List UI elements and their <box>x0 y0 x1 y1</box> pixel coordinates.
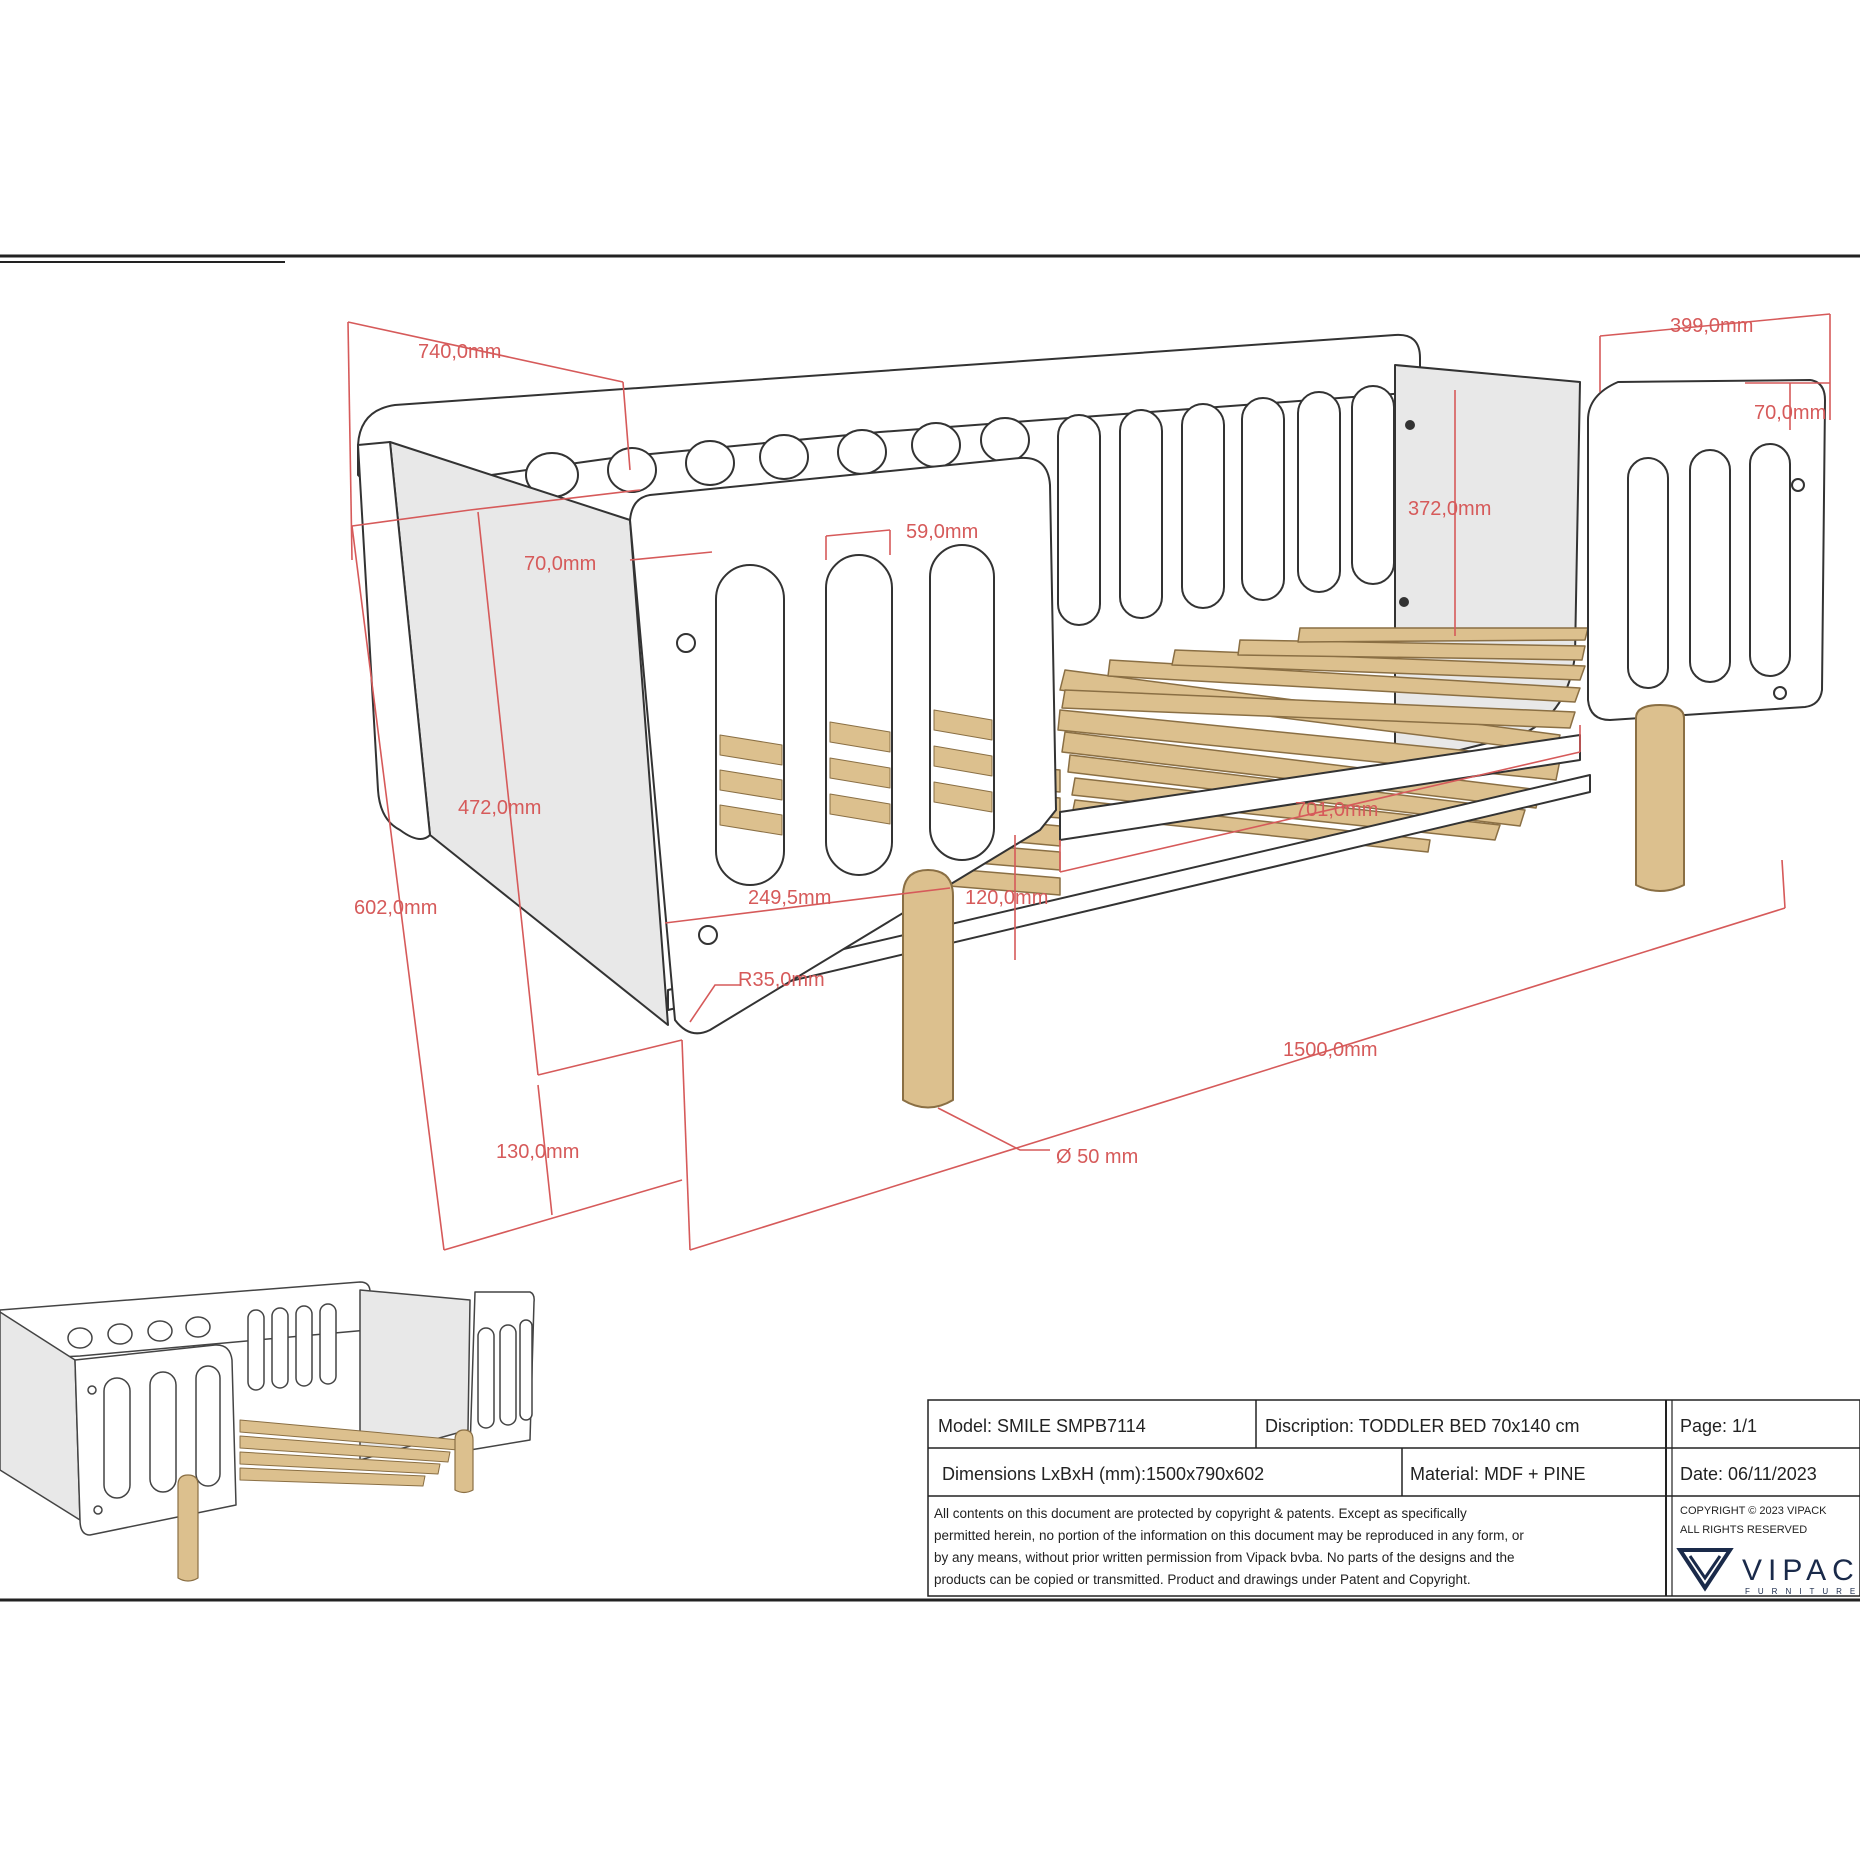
tb-legal-line-4: products can be copied or transmitted. P… <box>934 1572 1471 1587</box>
leg-front <box>902 869 954 1109</box>
title-block-text: Model: SMILE SMPB7114 Discription: TODDL… <box>934 1416 1860 1596</box>
screw-holes <box>676 420 1805 945</box>
front-rail <box>1059 734 1581 841</box>
dim-top-rail: 70,0mm <box>1754 402 1826 424</box>
base-rail <box>667 774 1591 1011</box>
dim-side-rail: 70,0mm <box>524 553 596 575</box>
tb-date: Date: 06/11/2023 <box>1680 1464 1817 1484</box>
bed-preview-view <box>0 1281 535 1582</box>
dimension-lines <box>347 313 1831 1251</box>
dim-slot-width: 59,0mm <box>906 521 978 543</box>
dim-total-length: 1500,0mm <box>1283 1039 1378 1061</box>
vipack-logo: VIPACK FURNITURE <box>1676 1548 1860 1596</box>
right-headboard-slots <box>1627 443 1791 689</box>
tb-material: Material: MDF + PINE <box>1410 1464 1586 1484</box>
dim-total-height: 602,0mm <box>354 897 437 919</box>
tb-legal-line-3: by any means, without prior written perm… <box>934 1550 1515 1565</box>
tb-dimensions: Dimensions LxBxH (mm):1500x790x602 <box>942 1464 1264 1484</box>
front-guard-slots <box>715 544 995 886</box>
bed-legs <box>902 704 1685 1109</box>
sheet-frame <box>0 254 1860 1602</box>
vipack-logo-subtext: FURNITURE <box>1745 1587 1860 1596</box>
dim-ground-clearance: 120,0mm <box>965 887 1048 909</box>
dim-panel-height: 472,0mm <box>458 797 541 819</box>
vipack-logo-text: VIPACK <box>1742 1554 1860 1587</box>
vipack-logo-mark <box>1676 1548 1734 1592</box>
tb-copyright: COPYRIGHT © 2023 VIPACK <box>1680 1505 1827 1517</box>
left-end-panel <box>389 441 669 1026</box>
dim-head-height: 372,0mm <box>1408 498 1491 520</box>
title-block <box>927 1399 1860 1597</box>
slats-through-slots <box>719 709 993 836</box>
dim-mattress-length: 701,0mm <box>1295 799 1378 821</box>
tb-legal-line-1: All contents on this document are protec… <box>934 1506 1467 1521</box>
dim-leg-diameter: Ø 50 mm <box>1056 1146 1138 1168</box>
back-vertical-slots <box>1057 385 1395 626</box>
dim-corner-radius: R35,0mm <box>738 969 825 991</box>
bed-main-view <box>357 333 1826 1109</box>
dim-leg-height: 130,0mm <box>496 1141 579 1163</box>
dim-width-top: 740,0mm <box>418 341 501 363</box>
tb-rights: ALL RIGHTS RESERVED <box>1680 1524 1807 1536</box>
tb-legal-line-2: permitted herein, no portion of the info… <box>934 1528 1524 1543</box>
tb-description: Discription: TODDLER BED 70x140 cm <box>1265 1416 1579 1436</box>
dim-headboard-width: 399,0mm <box>1670 315 1753 337</box>
leg-right <box>1635 704 1685 892</box>
tb-page: Page: 1/1 <box>1680 1416 1757 1436</box>
dim-opening: 249,5mm <box>748 887 831 909</box>
dimension-labels: 740,0mm 399,0mm 70,0mm 372,0mm 70,0mm 59… <box>354 315 1826 1168</box>
tb-model: Model: SMILE SMPB7114 <box>938 1416 1146 1436</box>
